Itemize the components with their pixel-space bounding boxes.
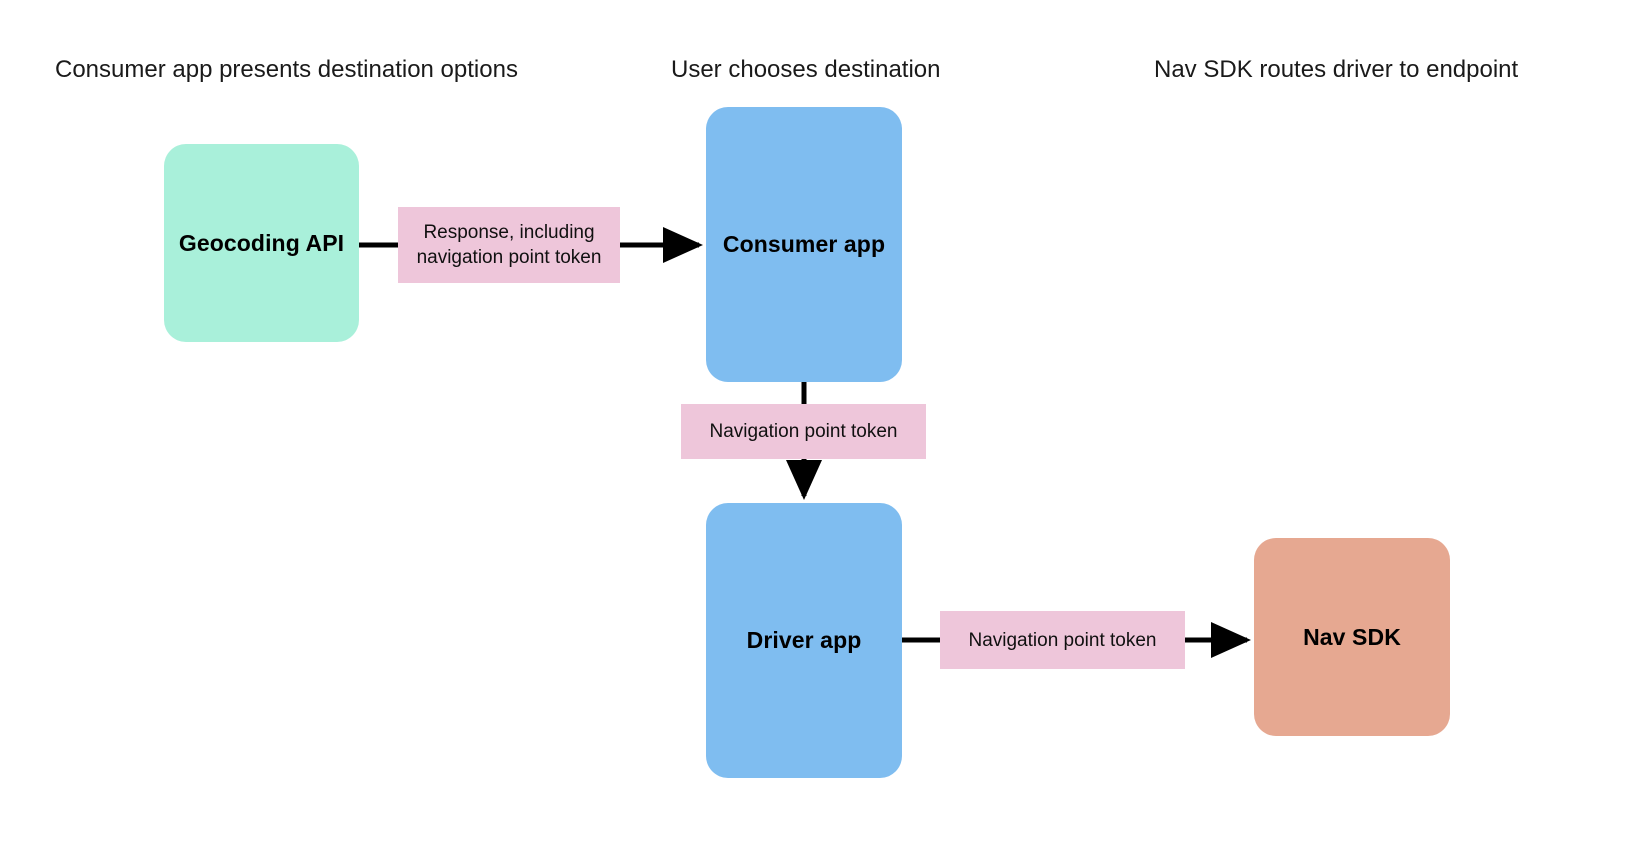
stage-header-user-chooses-destination: User chooses destination [671,56,941,83]
stage-header-nav-sdk-routes-driver-to-endpoint: Nav SDK routes driver to endpoint [1154,56,1519,83]
stage-header-consumer-app-presents-destination-options: Consumer app presents destination option… [55,56,518,83]
node-geocoding-api[interactable]: Geocoding API [164,144,359,342]
node-driver-app-label: Driver app [746,627,862,653]
node-consumer-app[interactable]: Consumer app [706,107,902,382]
node-nav-sdk-label: Nav SDK [1303,623,1401,650]
node-consumer-app-label: Consumer app [722,231,886,257]
node-nav-sdk[interactable]: Nav SDK [1254,538,1450,736]
node-geocoding-api-label: Geocoding API [178,229,345,256]
edge-label-response-including-navigation-point-token: Response, including navigation point tok… [398,207,620,283]
node-driver-app[interactable]: Driver app [706,503,902,778]
edge-label-navigation-point-token-driver-to-nav-sdk: Navigation point token [940,611,1185,669]
edge-label-navigation-point-token-consumer-to-driver: Navigation point token [681,404,926,459]
